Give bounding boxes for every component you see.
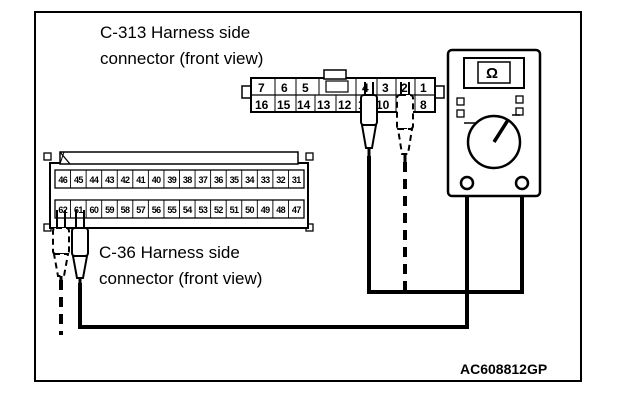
meter-button <box>515 95 524 104</box>
probe-c36-pin62 <box>52 210 70 281</box>
probe-c36-pin61 <box>71 210 89 284</box>
c313-pin-12: 12 <box>338 98 352 112</box>
c313-pin-2: 2 <box>401 81 408 95</box>
c36-pin-label: 54 <box>183 205 192 215</box>
c36-pin-label: 61 <box>74 205 83 215</box>
c313-pin-14: 14 <box>297 98 311 112</box>
meter-button <box>456 97 465 106</box>
c36-pin-label: 34 <box>245 175 254 185</box>
c36-pin-label: 56 <box>152 205 161 215</box>
c313-caption-line1: C-313 Harness side <box>100 23 250 42</box>
c36-pin-label: 44 <box>90 175 99 185</box>
lead-solid-c313 <box>367 156 524 294</box>
c36-pin-label: 47 <box>292 205 301 215</box>
c36-caption-line2: connector (front view) <box>99 269 262 288</box>
c36-top-row <box>70 170 289 188</box>
c36-pin-label: 58 <box>121 205 130 215</box>
meter-button <box>456 109 465 118</box>
c36-pin-label: 62 <box>58 205 67 215</box>
c36-pin-label: 52 <box>214 205 223 215</box>
c36-pin-label: 35 <box>230 175 239 185</box>
c36-pin-label: 60 <box>90 205 99 215</box>
c313-pin-13: 13 <box>317 98 331 112</box>
c313-pin-3: 3 <box>382 81 389 95</box>
c36-pin-label: 41 <box>136 175 145 185</box>
probe-c313-pin2 <box>396 82 414 162</box>
selector-pointer <box>492 119 510 143</box>
c36-pin-label: 57 <box>136 205 145 215</box>
c36-pin-label: 53 <box>198 205 207 215</box>
c36-pin-label: 36 <box>214 175 223 185</box>
probe-c313-pin4 <box>360 82 378 157</box>
c36-pin-label: 55 <box>167 205 176 215</box>
c36-pin-label: 39 <box>167 175 176 185</box>
c313-pin-6: 6 <box>281 81 288 95</box>
meter-button <box>515 107 524 116</box>
c36-pin-label: 51 <box>230 205 239 215</box>
c36-pin-label: 43 <box>105 175 114 185</box>
c36-pin-label: 40 <box>152 175 161 185</box>
c313-pin-15: 15 <box>277 98 291 112</box>
c36-caption-line1: C-36 Harness side <box>99 243 240 262</box>
c36-pin-label: 59 <box>105 205 114 215</box>
ohm-symbol: Ω <box>486 65 498 82</box>
c36-pin-label: 46 <box>58 175 67 185</box>
c36-pin-label: 50 <box>245 205 254 215</box>
c36-pin-label: 45 <box>74 175 83 185</box>
c313-pin-1: 1 <box>420 81 427 95</box>
c313-latch <box>323 69 347 80</box>
c36-top-pin-labels: 46 45 44 43 42 41 40 39 38 37 36 35 34 33 32 31 <box>58 175 301 185</box>
c36-pin-label: 38 <box>183 175 192 185</box>
c36-pin-label: 48 <box>276 205 285 215</box>
c36-pin-label: 31 <box>292 175 301 185</box>
c36-pin-label: 37 <box>198 175 207 185</box>
c313-pin-7: 7 <box>258 81 265 95</box>
c36-pin-label: 49 <box>261 205 270 215</box>
c313-caption-line2: connector (front view) <box>100 49 263 68</box>
jack-v-ohm <box>514 175 530 191</box>
figure-code: AC608812GP <box>460 361 547 377</box>
c36-connector: 46 45 44 43 42 41 40 39 38 37 36 35 34 33 32 31 62 61 60 5… <box>43 151 314 232</box>
multimeter: Ω <box>446 48 542 198</box>
c36-bottom-pin-labels: 62 61 60 59 58 57 56 55 54 53 52 51 50 49 48 47 <box>58 205 301 215</box>
c313-pin-16: 16 <box>255 98 269 112</box>
figure-frame <box>34 11 582 382</box>
lead-solid-c36 <box>78 188 469 329</box>
c36-latch <box>59 151 299 165</box>
c36-pin-label: 33 <box>261 175 270 185</box>
c36-pin-label: 32 <box>276 175 285 185</box>
c36-bottom-row <box>70 200 289 218</box>
c36-pin-label: 42 <box>121 175 130 185</box>
jack-com <box>459 175 475 191</box>
c313-pin-8: 8 <box>420 98 427 112</box>
c313-pin-5: 5 <box>302 81 309 95</box>
c313-pin-10: 10 <box>376 98 390 112</box>
